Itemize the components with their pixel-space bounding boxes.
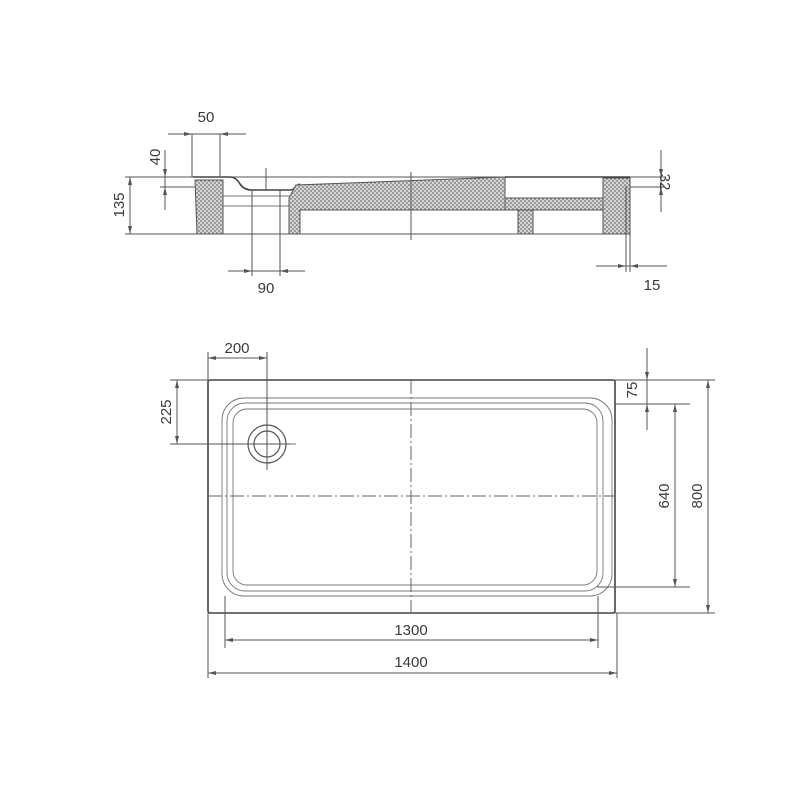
dim-rim-width: 50 — [198, 109, 215, 126]
dim-right-edge-offset: 15 — [644, 277, 661, 294]
plan-view: 200 225 75 640 800 1300 — [158, 340, 715, 678]
dim-drain-diameter: 90 — [258, 280, 275, 297]
floor-section — [288, 176, 521, 235]
dim-total-height: 135 — [111, 192, 128, 217]
dim-rim-drop: 40 — [147, 149, 164, 166]
left-wall-section — [194, 179, 224, 235]
dim-right-rim-height: 32 — [656, 174, 673, 191]
dim-inner-depth: 640 — [656, 483, 673, 508]
dim-outer-depth: 800 — [689, 483, 706, 508]
rib-section — [517, 209, 534, 235]
dim-rim-offset: 75 — [624, 382, 641, 399]
dim-inner-length: 1300 — [394, 622, 427, 639]
dim-outer-length: 1400 — [394, 654, 427, 671]
section-view: 50 40 135 90 32 15 — [111, 109, 673, 297]
dim-drain-offset-x: 200 — [224, 340, 249, 357]
dim-drain-offset-y: 225 — [158, 399, 175, 424]
